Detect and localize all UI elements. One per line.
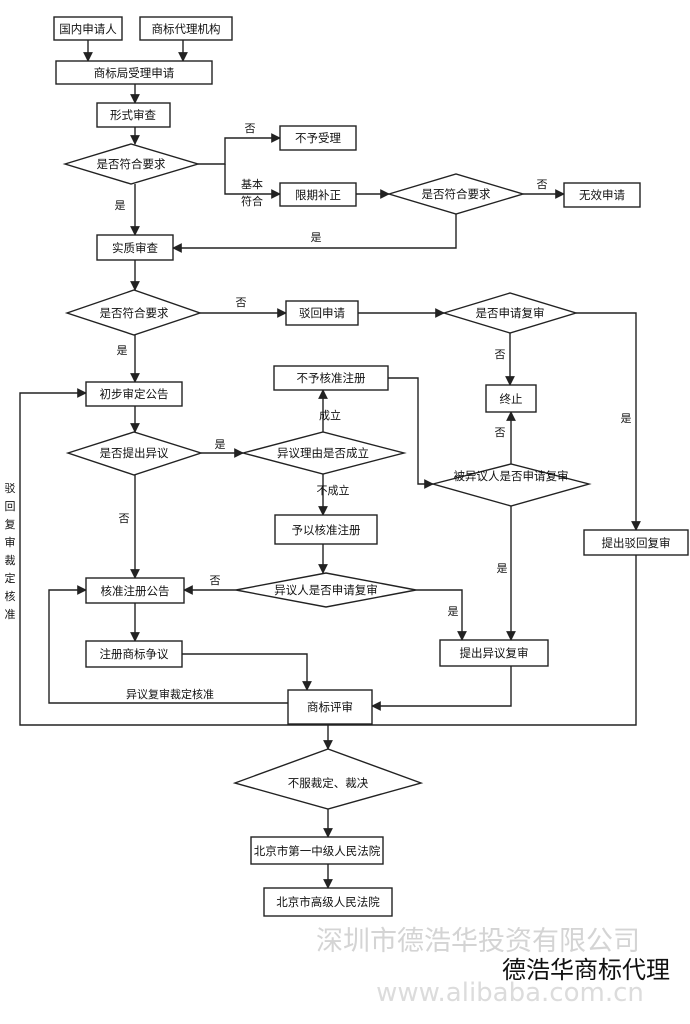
svg-text:是否提出异议: 是否提出异议: [100, 446, 169, 460]
svg-text:商标评审: 商标评审: [307, 700, 353, 714]
svg-text:形式审查: 形式审查: [110, 108, 156, 122]
svg-text:北京市高级人民法院: 北京市高级人民法院: [276, 895, 380, 909]
label-no6: 否: [210, 574, 221, 587]
diamond-opposed-review: 被异议人是否申请复审: [430, 463, 592, 507]
diamond-check2: 是否符合要求: [386, 173, 526, 215]
box-reject-accept: 不予受理: [279, 125, 357, 151]
diamond-objector-review: 异议人是否申请复审: [235, 572, 417, 608]
box-approved-announce: 核准注册公告: [85, 577, 185, 604]
svg-text:不予受理: 不予受理: [295, 131, 341, 145]
svg-text:驳回申请: 驳回申请: [299, 306, 345, 320]
diamond-check3: 是否符合要求: [64, 289, 203, 336]
brand-text: 德浩华商标代理: [502, 956, 670, 984]
label-no1: 否: [245, 122, 256, 135]
diamond-dissatisfied: 不服裁定、裁决: [232, 748, 424, 810]
svg-text:不予核准注册: 不予核准注册: [297, 371, 366, 385]
box-court1: 北京市第一中级人民法院: [250, 836, 384, 865]
svg-text:商标代理机构: 商标代理机构: [152, 22, 221, 36]
label-no5: 否: [119, 512, 130, 525]
svg-text:是否符合要求: 是否符合要求: [100, 306, 169, 320]
label-yes2: 是: [311, 231, 322, 244]
svg-text:国内申请人: 国内申请人: [59, 22, 117, 36]
box-invalid: 无效申请: [563, 182, 641, 208]
svg-text:异议理由是否成立: 异议理由是否成立: [277, 446, 369, 460]
svg-text:提出驳回复审: 提出驳回复审: [602, 536, 671, 550]
label-yes5: 是: [215, 438, 226, 451]
label-basic-yes: 基本: [241, 177, 263, 191]
box-court2: 北京市高级人民法院: [263, 887, 393, 917]
label-not-established: 不成立: [317, 483, 350, 497]
box-not-register: 不予核准注册: [273, 365, 389, 391]
svg-text:终止: 终止: [500, 392, 523, 406]
box-formal-review: 形式审查: [96, 102, 171, 128]
svg-text:核准注册公告: 核准注册公告: [101, 584, 170, 598]
label-established: 成立: [319, 408, 341, 422]
label-yes1: 是: [115, 199, 126, 212]
svg-text:不服裁定、裁决: 不服裁定、裁决: [288, 776, 369, 790]
svg-text:无效申请: 无效申请: [579, 188, 625, 202]
box-prelim-announce: 初步审定公告: [85, 381, 183, 407]
box-accept: 商标局受理申请: [55, 60, 213, 85]
label-no-terminate: 否: [495, 426, 506, 439]
diamond-objection-check: 是否提出异议: [65, 431, 204, 476]
box-objection-review-submit: 提出异议复审: [439, 639, 549, 667]
edge-labels: 否 基本 符合 是 否 是 否 是 否 是 是 否 否 成立 不成立 否 是 是…: [5, 122, 632, 701]
box-terminate: 终止: [485, 384, 537, 413]
box-agency: 商标代理机构: [139, 16, 233, 41]
box-grant-register: 予以核准注册: [274, 514, 378, 545]
label-rejection-review-approved: 驳回复审裁定核准: [5, 482, 16, 621]
label-yes6: 是: [448, 605, 459, 618]
label-yes3: 是: [117, 344, 128, 357]
watermark-site: www.alibaba.com.cn: [376, 978, 644, 1008]
svg-text:注册商标争议: 注册商标争议: [100, 647, 169, 661]
diamond-objection-valid: 异议理由是否成立: [240, 431, 407, 475]
svg-text:初步审定公告: 初步审定公告: [100, 387, 169, 401]
label-yes4: 是: [621, 412, 632, 425]
label-no3: 否: [236, 296, 247, 309]
label-no2: 否: [537, 178, 548, 191]
svg-text:商标局受理申请: 商标局受理申请: [94, 66, 175, 80]
svg-text:异议人是否申请复审: 异议人是否申请复审: [274, 583, 378, 597]
label-yes7: 是: [497, 562, 508, 575]
diamond-review-request1: 是否申请复审: [441, 292, 579, 334]
label-no4: 否: [495, 348, 506, 361]
label-basic-yes-2: 符合: [241, 194, 263, 208]
watermark: 深圳市德浩华投资有限公司 德浩华商标代理 www.alibaba.com.cn: [316, 926, 670, 1008]
box-rejection-review: 提出驳回复审: [583, 529, 689, 556]
box-registered-dispute: 注册商标争议: [85, 640, 183, 668]
watermark-company: 深圳市德浩华投资有限公司: [316, 926, 640, 957]
svg-text:被异议人是否申请复审: 被异议人是否申请复审: [454, 469, 569, 483]
box-correction: 限期补正: [279, 182, 357, 207]
box-domestic-applicant: 国内申请人: [53, 16, 123, 41]
svg-text:实质审查: 实质审查: [112, 241, 158, 255]
box-rejection: 驳回申请: [285, 300, 359, 326]
box-substantive-review: 实质审查: [96, 234, 174, 261]
box-review-board: 商标评审: [287, 689, 373, 725]
svg-text:是否符合要求: 是否符合要求: [97, 157, 166, 171]
label-objection-review-approved: 异议复审裁定核准: [126, 687, 214, 701]
svg-text:北京市第一中级人民法院: 北京市第一中级人民法院: [254, 844, 381, 858]
svg-text:是否符合要求: 是否符合要求: [422, 187, 491, 201]
svg-text:予以核准注册: 予以核准注册: [292, 523, 361, 537]
svg-text:是否申请复审: 是否申请复审: [476, 306, 545, 320]
svg-text:限期补正: 限期补正: [295, 188, 341, 202]
diamond-check1: 是否符合要求: [62, 143, 201, 185]
svg-text:提出异议复审: 提出异议复审: [460, 646, 529, 660]
connectors: [19, 40, 641, 889]
